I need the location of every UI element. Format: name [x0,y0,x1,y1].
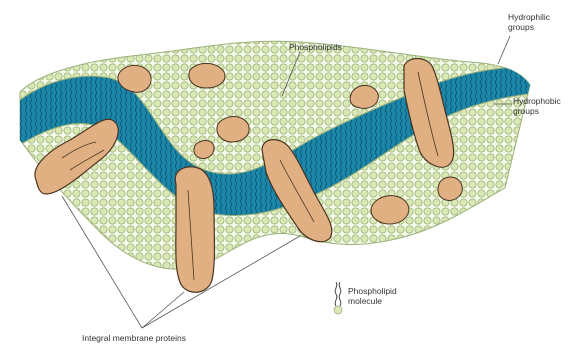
label-phospholipids: Phospholipids [289,42,342,52]
peripheral-protein-7 [194,141,214,159]
label-hydrophobic-groups: Hydrophobic groups [513,96,561,116]
leader-hydrophilic [498,36,510,64]
label-hydrophobic-line2: groups [513,106,561,116]
peripheral-protein-3 [217,117,249,143]
label-integral-membrane-proteins: Integral membrane proteins [82,333,186,343]
integral-protein-center [175,167,214,292]
label-hydrophilic-groups: Hydrophilic groups [508,12,550,32]
peripheral-protein-2 [189,63,225,88]
peripheral-protein-4 [350,85,378,108]
label-hydrophilic-line1: Hydrophilic [508,12,550,22]
peripheral-protein-6 [438,177,462,200]
phospholipid-molecule-icon [334,282,342,314]
label-molecule-line1: Phospholipid [348,286,397,296]
label-molecule-line2: molecule [348,296,397,306]
label-phospholipid-molecule: Phospholipid molecule [348,286,397,306]
label-hydrophobic-line1: Hydrophobic [513,96,561,106]
label-hydrophilic-line2: groups [508,22,550,32]
leader-integral-2 [142,292,184,328]
peripheral-protein-5 [371,196,409,224]
